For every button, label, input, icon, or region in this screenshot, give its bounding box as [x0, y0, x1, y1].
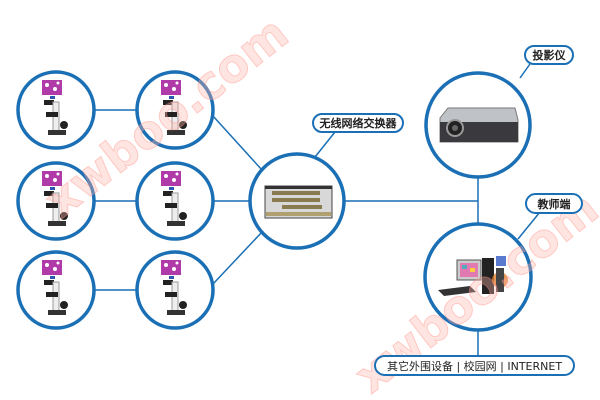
- projector-node: [424, 71, 532, 179]
- microscope-node: [16, 161, 96, 241]
- connector: [212, 231, 263, 285]
- digital-microscope-icon: [42, 260, 68, 315]
- digital-microscope-icon: [42, 171, 68, 226]
- projector-icon: [439, 107, 519, 143]
- teacher-label: 教师端: [525, 193, 583, 214]
- connector-lines: [94, 63, 541, 356]
- digital-microscope-icon: [161, 260, 187, 315]
- microscope-node: [16, 250, 96, 330]
- switch-node: [248, 152, 346, 250]
- connector: [314, 131, 336, 158]
- connector: [519, 63, 531, 79]
- connector: [212, 115, 263, 171]
- projector-label: 投影仪: [524, 45, 574, 65]
- network-switch-icon: [264, 185, 333, 219]
- connector: [517, 211, 541, 240]
- digital-microscope-icon: [161, 171, 187, 226]
- digital-microscope-icon: [42, 80, 68, 135]
- switch-label: 无线网络交换器: [312, 113, 404, 133]
- microscope-node: [135, 70, 215, 150]
- microscope-node: [16, 70, 96, 150]
- digital-microscope-icon: [161, 80, 187, 135]
- peripherals-label: 其它外围设备 | 校园网 | INTERNET: [374, 355, 575, 376]
- teacher-node: [423, 222, 533, 332]
- microscope-node: [135, 250, 215, 330]
- teacher-computer-icon: [438, 256, 508, 296]
- microscope-node: [135, 161, 215, 241]
